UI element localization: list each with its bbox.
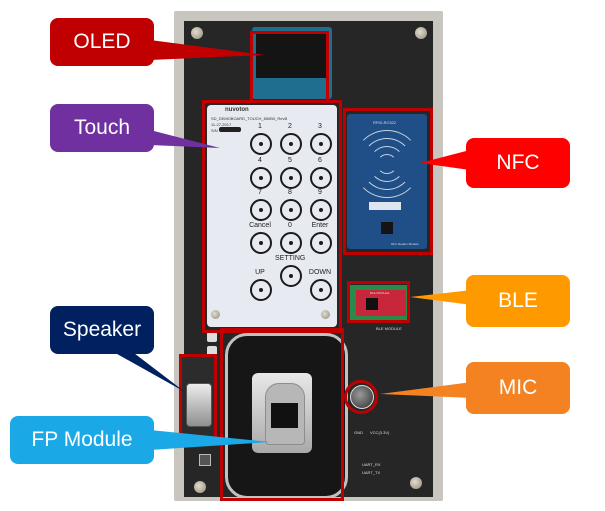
key-label-8: 8 bbox=[288, 189, 292, 196]
nfc-pointer bbox=[420, 150, 470, 170]
key-down[interactable] bbox=[310, 279, 332, 301]
key-label-5: 5 bbox=[288, 157, 292, 164]
serial-redaction bbox=[219, 127, 241, 132]
nfc-callout-label: NFC bbox=[496, 151, 540, 174]
touch-callout: Touch bbox=[50, 104, 154, 152]
key-label-setting: SETTING bbox=[275, 255, 306, 262]
oled-callout-label: OLED bbox=[73, 30, 131, 53]
screw-icon bbox=[191, 27, 203, 39]
key-label-enter: Enter bbox=[311, 222, 329, 229]
key-label-4: 4 bbox=[258, 157, 262, 164]
key-label-cancel: Cancel bbox=[249, 222, 271, 229]
nfc-footer-label: NFC Reader Module bbox=[391, 242, 419, 246]
silk-vcc: VCC(3.3V) bbox=[370, 430, 390, 435]
ble-silk-label: BLE MODULE bbox=[376, 326, 402, 331]
touch-keypad-panel: nuvoton SD_DEMOBOARD_TOUCH_850B0_RevB 11… bbox=[207, 105, 337, 327]
ble-callout-label: BLE bbox=[498, 289, 538, 312]
key-1[interactable] bbox=[250, 133, 272, 155]
speaker bbox=[186, 383, 212, 427]
nfc-header-pins bbox=[369, 202, 401, 210]
key-5[interactable] bbox=[280, 167, 302, 189]
key-label-9: 9 bbox=[318, 189, 322, 196]
ble-module-board: BLE MODULE bbox=[356, 290, 406, 316]
key-8[interactable] bbox=[280, 199, 302, 221]
mic-pointer bbox=[380, 382, 472, 398]
touch-pointer bbox=[150, 130, 220, 148]
key-2[interactable] bbox=[280, 133, 302, 155]
board-name: SD_DEMOBOARD_TOUCH_850B0_RevB bbox=[211, 116, 288, 121]
screw-icon bbox=[410, 477, 422, 489]
nfc-chip bbox=[381, 222, 393, 234]
mic-callout: MIC bbox=[466, 362, 570, 414]
fp-callout-label: FP Module bbox=[31, 428, 133, 451]
ble-pointer bbox=[410, 290, 472, 305]
key-9[interactable] bbox=[310, 199, 332, 221]
key-6[interactable] bbox=[310, 167, 332, 189]
key-up[interactable] bbox=[250, 279, 272, 301]
nfc-module: RFID-RC522 NFC Reader Module bbox=[347, 114, 427, 249]
key-label-1: 1 bbox=[258, 123, 262, 130]
oled-screen bbox=[256, 34, 328, 78]
nfc-model-label: RFID-RC522 bbox=[373, 120, 397, 125]
ble-callout: BLE bbox=[466, 275, 570, 327]
tact-switch[interactable] bbox=[207, 332, 217, 342]
mic-callout-label: MIC bbox=[498, 376, 538, 399]
screw-icon bbox=[194, 481, 206, 493]
ble-top-label: BLE MODULE bbox=[370, 291, 390, 295]
touch-callout-label: Touch bbox=[73, 116, 131, 139]
screw-icon bbox=[211, 310, 220, 319]
key-7[interactable] bbox=[250, 199, 272, 221]
key-label-3: 3 bbox=[318, 123, 322, 130]
mic-highlight bbox=[344, 380, 378, 414]
rfid-wave-icon bbox=[353, 130, 421, 198]
fp-pointer bbox=[150, 430, 270, 450]
key-label-6: 6 bbox=[318, 157, 322, 164]
nfc-highlight bbox=[343, 108, 433, 255]
screw-icon bbox=[321, 310, 330, 319]
speaker-callout-label: Speaker bbox=[62, 318, 142, 341]
touch-highlight bbox=[202, 100, 342, 333]
fp-highlight bbox=[220, 328, 344, 501]
key-label-2: 2 bbox=[288, 123, 292, 130]
silk-uart-tx: UART_TX bbox=[362, 470, 381, 475]
ble-chip bbox=[366, 298, 378, 310]
speaker-callout: Speaker bbox=[50, 306, 154, 354]
key-label-down: DOWN bbox=[308, 269, 332, 276]
board-date: 11-27-2017 bbox=[211, 122, 232, 127]
key-4[interactable] bbox=[250, 167, 272, 189]
fp-callout: FP Module bbox=[10, 416, 154, 464]
silk-uart-rx: UART_RX bbox=[362, 462, 381, 467]
serial-label: S/N bbox=[211, 128, 218, 133]
ble-highlight bbox=[347, 281, 410, 323]
oled-callout: OLED bbox=[50, 18, 154, 66]
fingerprint-window[interactable] bbox=[271, 403, 298, 428]
screw-icon bbox=[415, 27, 427, 39]
key-cancel[interactable] bbox=[250, 232, 272, 254]
key-3[interactable] bbox=[310, 133, 332, 155]
key-label-0: 0 bbox=[288, 222, 292, 229]
key-label-up: UP bbox=[255, 269, 265, 276]
nfc-callout: NFC bbox=[466, 138, 570, 188]
tact-switch[interactable] bbox=[199, 454, 211, 466]
brand-logo-text: nuvoton bbox=[225, 107, 249, 113]
silk-gnd: GND bbox=[354, 430, 363, 435]
oled-pointer bbox=[150, 40, 265, 60]
speaker-pointer bbox=[110, 350, 185, 392]
tact-switch[interactable] bbox=[207, 346, 217, 356]
key-label-7: 7 bbox=[258, 189, 262, 196]
key-enter[interactable] bbox=[310, 232, 332, 254]
key-setting[interactable] bbox=[280, 265, 302, 287]
key-0[interactable] bbox=[280, 232, 302, 254]
